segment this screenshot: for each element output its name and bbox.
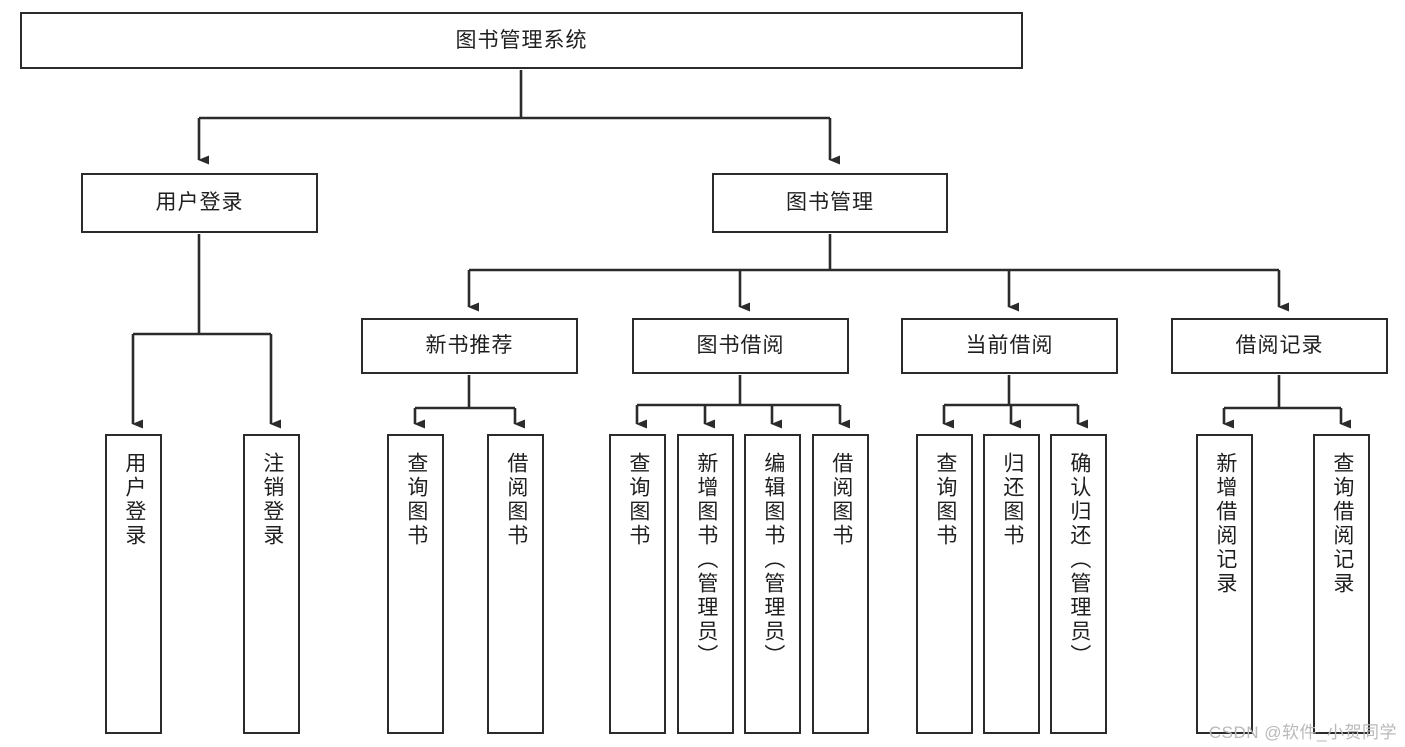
connectors-bookmanage-to-level3 — [467, 234, 1289, 312]
leaf-edit-book[interactable]: 编辑图书（管理员） — [744, 434, 801, 734]
node-new-book-recommend-label: 新书推荐 — [425, 334, 514, 358]
leaf-borrow-book-2-label: 借阅图书 — [829, 452, 853, 548]
leaf-add-book-label: 新增图书（管理员） — [694, 452, 718, 668]
leaf-logout-login-label: 注销登录 — [260, 452, 284, 548]
leaf-query-book-2[interactable]: 查询图书 — [609, 434, 666, 734]
node-current-borrow-label: 当前借阅 — [965, 334, 1054, 358]
leaf-user-login[interactable]: 用户登录 — [105, 434, 162, 734]
leaf-query-book-1[interactable]: 查询图书 — [387, 434, 444, 734]
node-new-book-recommend[interactable]: 新书推荐 — [361, 318, 578, 374]
leaf-add-record[interactable]: 新增借阅记录 — [1196, 434, 1253, 734]
leaf-confirm-return[interactable]: 确认归还（管理员） — [1050, 434, 1107, 734]
leaf-query-book-3-label: 查询图书 — [933, 452, 957, 548]
leaf-return-book-label: 归还图书 — [1000, 452, 1024, 548]
node-book-borrow-label: 图书借阅 — [696, 334, 785, 358]
node-root-system-label: 图书管理系统 — [455, 28, 588, 52]
leaf-add-book[interactable]: 新增图书（管理员） — [677, 434, 734, 734]
node-current-borrow[interactable]: 当前借阅 — [901, 318, 1118, 374]
leaf-user-login-label: 用户登录 — [122, 452, 146, 548]
node-borrow-record[interactable]: 借阅记录 — [1171, 318, 1388, 374]
node-borrow-record-label: 借阅记录 — [1235, 334, 1324, 358]
connectors-userlogin-to-leaves — [131, 234, 281, 429]
node-user-login[interactable]: 用户登录 — [81, 173, 318, 233]
leaf-return-book[interactable]: 归还图书 — [983, 434, 1040, 734]
leaf-borrow-book-1-label: 借阅图书 — [504, 452, 528, 548]
connectors-newbook-to-leaves — [413, 375, 525, 429]
leaf-query-book-2-label: 查询图书 — [626, 452, 650, 548]
node-book-manage[interactable]: 图书管理 — [712, 173, 948, 233]
connectors-borrowrecord-to-leaves — [1222, 375, 1351, 429]
leaf-borrow-book-2[interactable]: 借阅图书 — [812, 434, 869, 734]
connectors-bookborrow-to-leaves — [635, 375, 850, 429]
node-user-login-label: 用户登录 — [155, 191, 244, 215]
leaf-query-record-label: 查询借阅记录 — [1330, 452, 1354, 596]
leaf-query-book-1-label: 查询图书 — [404, 452, 428, 548]
leaf-query-record[interactable]: 查询借阅记录 — [1313, 434, 1370, 734]
leaf-add-record-label: 新增借阅记录 — [1213, 452, 1237, 596]
leaf-logout-login[interactable]: 注销登录 — [243, 434, 300, 734]
node-book-manage-label: 图书管理 — [786, 191, 874, 215]
node-book-borrow[interactable]: 图书借阅 — [632, 318, 849, 374]
leaf-query-book-3[interactable]: 查询图书 — [916, 434, 973, 734]
leaf-edit-book-label: 编辑图书（管理员） — [761, 452, 785, 668]
leaf-confirm-return-label: 确认归还（管理员） — [1067, 452, 1091, 668]
connectors-level1-to-level2 — [197, 70, 840, 165]
connectors-currentborrow-to-leaves — [942, 375, 1088, 429]
node-root-system[interactable]: 图书管理系统 — [20, 12, 1023, 69]
leaf-borrow-book-1[interactable]: 借阅图书 — [487, 434, 544, 734]
